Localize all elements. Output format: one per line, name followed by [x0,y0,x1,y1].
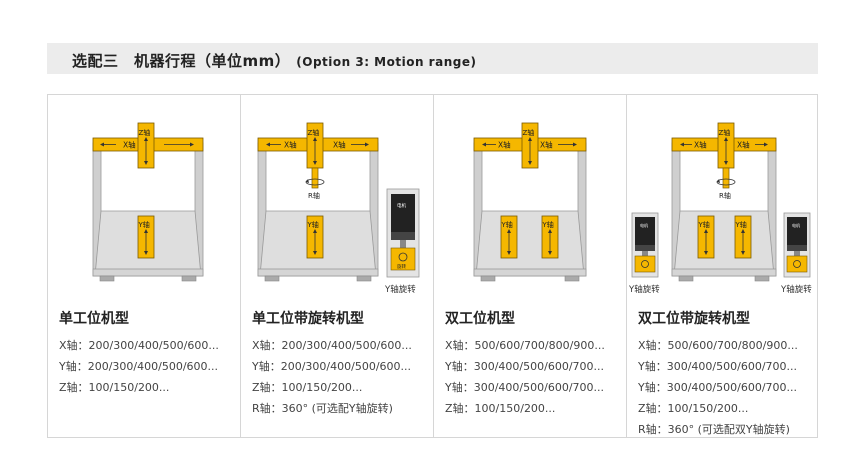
panel-single-station-rotary: X轴 X轴 Z轴 R轴 Y轴 [240,95,434,437]
spec-z: Z轴：100/150/200... [445,402,556,415]
spec-y2: Y轴：300/400/500/600/700... [445,381,605,394]
y-axis-label: Y轴 [698,220,710,229]
panel-title: 双工位带旋转机型 [638,311,750,327]
spec-y: Y轴：200/300/400/500/600... [59,360,219,373]
y-axis-label: Y轴 [307,220,319,229]
y-rotate-label-left: Y轴旋转 [628,284,660,295]
r-axis-spindle: R轴 [305,167,325,200]
spec-y2: Y轴：300/400/500/600/700... [638,381,798,394]
dual-station-diagram: X轴 X轴 Z轴 Y轴 [434,95,626,295]
section-title: 选配三 机器行程（单位mm） (Option 3: Motion range) [72,50,476,71]
r-axis-label: R轴 [719,191,731,200]
y-axis-label: Y轴 [138,220,150,229]
spec-list: X轴：200/300/400/500/600... Y轴：200/300/400… [252,335,412,419]
z-axis-label: Z轴 [139,128,151,137]
y-axis-table-right: Y轴 [542,215,559,259]
x-axis-label-left: X轴 [694,140,707,150]
y-rotary-module: 电机 旋转 Y轴旋转 [384,188,420,295]
x-axis-label-right: X轴 [737,140,750,150]
spec-y1: Y轴：300/400/500/600/700... [638,360,798,373]
x-axis-label-right: X轴 [333,140,346,150]
dual-station-rotary-diagram: 电机 Y轴旋转 [627,95,819,295]
spec-x: X轴：500/600/700/800/900... [445,339,605,352]
section-subtitle: (Option 3: Motion range) [296,55,477,69]
r-axis-label: R轴 [308,191,320,200]
spec-x: X轴：200/300/400/500/600... [59,339,219,352]
spec-z: Z轴：100/150/200... [638,402,749,415]
spec-r: R轴：360° (可选配双Y轴旋转) [638,423,790,436]
section-header-bar [47,43,818,74]
spec-list: X轴：200/300/400/500/600... Y轴：200/300/400… [59,335,219,398]
x-axis-label: X轴 [123,140,136,150]
panel-title: 单工位带旋转机型 [252,311,364,327]
single-station-diagram: X轴 Z轴 Y轴 [48,95,240,295]
z-axis-block: Z轴 [306,122,324,169]
y-rotate-label-right: Y轴旋转 [780,284,812,295]
y-axis-label: Y轴 [501,220,513,229]
y-axis-table: Y轴 [138,215,155,259]
y-axis-table: Y轴 [307,215,324,259]
z-axis-block: Z轴 [717,122,735,169]
spec-y: Y轴：200/300/400/500/600... [252,360,412,373]
x-axis-label-left: X轴 [284,140,297,150]
panel-dual-station-rotary: 电机 Y轴旋转 [626,95,818,437]
panel-title: 双工位机型 [445,311,515,327]
motor-label: 电机 [792,222,800,228]
spec-y1: Y轴：300/400/500/600/700... [445,360,605,373]
z-axis-label: Z轴 [308,128,320,137]
motor-label: 电机 [640,222,648,228]
y-axis-table-left: Y轴 [501,215,518,259]
y-rotary-module-right: 电机 Y轴旋转 [780,212,812,295]
z-axis-label: Z轴 [719,128,731,137]
panel-dual-station: X轴 X轴 Z轴 Y轴 [433,95,627,437]
y-axis-table-right: Y轴 [735,215,752,259]
z-axis-block: Z轴 [521,122,539,169]
spec-r: R轴：360° (可选配Y轴旋转) [252,402,393,415]
panel-single-station: X轴 Z轴 Y轴 单工位机型 X轴：20 [48,95,240,437]
y-axis-label: Y轴 [542,220,554,229]
spec-list: X轴：500/600/700/800/900... Y轴：300/400/500… [445,335,605,419]
spec-x: X轴：500/600/700/800/900... [638,339,798,352]
x-axis-label-right: X轴 [540,140,553,150]
single-station-rotary-diagram: X轴 X轴 Z轴 R轴 Y轴 [241,95,433,295]
y-rotate-label: Y轴旋转 [384,284,416,295]
spec-z: Z轴：100/150/200... [252,381,363,394]
r-axis-spindle: R轴 [716,167,736,200]
z-axis-label: Z轴 [523,128,535,137]
spec-z: Z轴：100/150/200... [59,381,170,394]
x-axis-label-left: X轴 [498,140,511,150]
motor-label: 电机 [397,202,406,209]
panel-title: 单工位机型 [59,311,129,327]
section-title-text: 选配三 机器行程（单位mm） [72,52,291,70]
z-axis-block: Z轴 [137,122,155,169]
spec-x: X轴：200/300/400/500/600... [252,339,412,352]
spec-list: X轴：500/600/700/800/900... Y轴：300/400/500… [638,335,798,440]
machine-options-grid: X轴 Z轴 Y轴 单工位机型 X轴：20 [47,94,818,438]
y-axis-table-left: Y轴 [698,215,715,259]
y-rotary-module-left: 电机 Y轴旋转 [628,212,660,295]
y-axis-label: Y轴 [735,220,747,229]
spin-label: 旋转 [397,263,406,270]
